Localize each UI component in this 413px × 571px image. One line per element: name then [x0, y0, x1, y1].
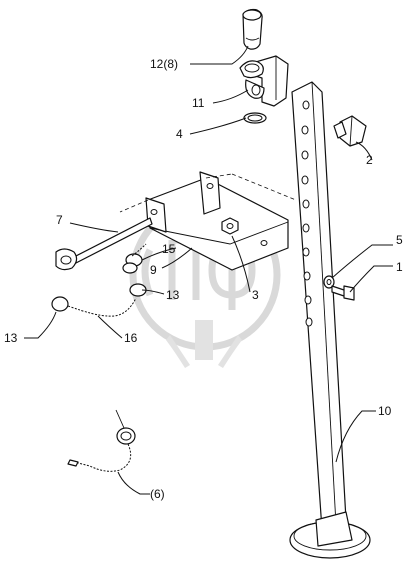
- part-1-bolt: [331, 285, 355, 301]
- part-3-nut: [221, 217, 239, 235]
- part-13-rings-chain: [51, 243, 147, 317]
- part-12-pin: [242, 8, 263, 50]
- callout-10: 10: [378, 404, 392, 418]
- callout-9: 9: [150, 263, 157, 277]
- callout-4: 4: [176, 127, 183, 141]
- callout-16: 16: [124, 331, 138, 345]
- callout-6: (6): [150, 487, 165, 501]
- part-11-bracket: [239, 55, 289, 107]
- callout-11: 11: [192, 96, 205, 110]
- callout-2: 2: [366, 153, 373, 167]
- callout-15: 15: [162, 242, 176, 256]
- callout-13-lower: 13: [4, 331, 18, 345]
- part-4-ring: [243, 112, 267, 124]
- callout-1: 1: [396, 260, 403, 274]
- callout-labels: 12(8) 11 4 2 7 15 9 13 3 5 1 13 16 10 (6…: [4, 57, 403, 501]
- part-10-stand-leg: [289, 81, 371, 559]
- callout-3: 3: [252, 288, 259, 302]
- part-7-t-handle-pin: [55, 217, 153, 271]
- part-6-lanyard: [67, 409, 136, 472]
- leader-lines: [24, 45, 393, 495]
- part-2-knob: [333, 115, 367, 147]
- watermark-text: сПФ: [202, 276, 206, 279]
- part-5-washer: [323, 275, 335, 289]
- callout-13-upper: 13: [166, 288, 180, 302]
- callout-7: 7: [56, 213, 63, 227]
- callout-12-8: 12(8): [150, 57, 178, 71]
- callout-5: 5: [396, 233, 403, 247]
